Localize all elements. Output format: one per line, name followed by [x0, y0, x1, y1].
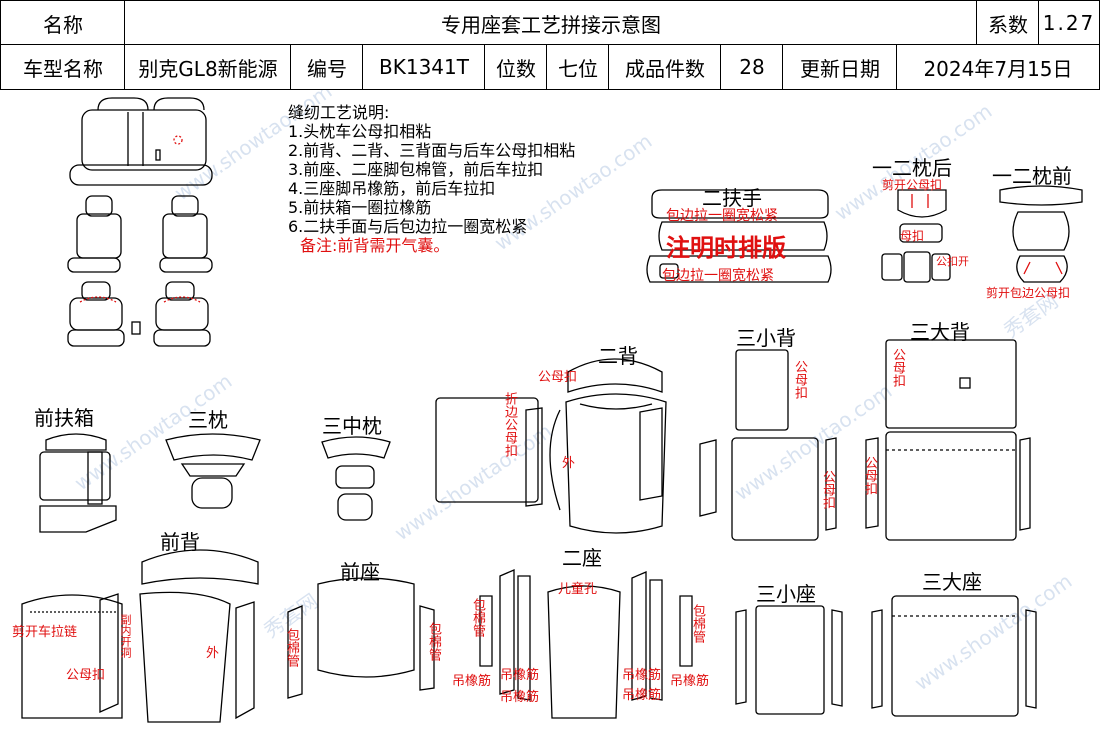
- annotation-seat2-elastic-6: 吊橡筋: [670, 674, 710, 689]
- annotation-front-back-outer: 外: [206, 646, 220, 661]
- notes-remark: 备注:前背需开气囊。: [300, 236, 450, 255]
- annotation-note-layout: 注明时排版: [666, 234, 786, 262]
- front-seat-diagrams: [67, 195, 213, 347]
- back3-small-pieces: [699, 349, 837, 541]
- notes-item: 6.二扶手面与后包边拉一圈宽松紧: [288, 217, 528, 236]
- annotation-seat2-elastic-3: 吊橡筋: [500, 690, 540, 705]
- notes-item: 3.前座、二座脚包棉管，前后车拉扣: [288, 160, 544, 179]
- section-pillow3: 三枕: [188, 408, 228, 432]
- car-label: 车型名称: [0, 44, 126, 90]
- annotation-back2-fold-snap: 折边公母扣: [502, 392, 517, 457]
- front-box-pieces: [39, 433, 117, 533]
- annotation-seat2-tube-left: 包棉管: [470, 598, 485, 637]
- notes-item: 2.前背、二背、三背面与后车公母扣相粘: [288, 141, 576, 160]
- date-value: 2024年7月15日: [896, 44, 1100, 90]
- seat3-small-pieces: [735, 605, 843, 715]
- sewing-notes: 缝纫工艺说明: 1.头枕车公母扣相粘 2.前背、二背、三背面与后车公母扣相粘 3…: [288, 103, 575, 255]
- annotation-seat2-elastic-4: 吊橡筋: [622, 668, 662, 683]
- notes-item: 4.三座脚吊橡筋，前后车拉扣: [288, 179, 496, 198]
- front-back-pieces: [21, 549, 259, 723]
- annotation-cut-edge-snap: 剪开包边公母扣: [986, 286, 1071, 300]
- section-seat2: 二座: [562, 546, 602, 570]
- annotation-seat2-tube-right: 包棉管: [690, 604, 705, 643]
- car-value: 别克GL8新能源: [124, 44, 292, 90]
- section-seat3-small: 三小座: [756, 582, 816, 606]
- annotation-edge-loop-top: 包边拉一圈宽松紧: [666, 208, 778, 224]
- annotation-seat2-elastic-2: 吊橡筋: [500, 668, 540, 683]
- annotation-side-open: 副内开洞: [119, 614, 132, 658]
- annotation-cut-snap: 剪开公母扣: [882, 178, 943, 192]
- notes-item: 1.头枕车公母扣相粘: [288, 122, 432, 141]
- seats-value: 七位: [546, 44, 610, 90]
- front-seat-pieces: [287, 577, 435, 699]
- section-back3-small: 三小背: [736, 326, 796, 350]
- annotation-edge-loop-bottom: 包边拉一圈宽松紧: [662, 268, 774, 284]
- annotation-back3-big-snap-side: 公母扣: [862, 456, 877, 495]
- back2-pieces: [435, 358, 667, 534]
- annotation-front-seat-tube-left: 包棉管: [284, 628, 299, 667]
- date-label: 更新日期: [782, 44, 898, 90]
- annotation-male-snap-open: 公扣开: [936, 255, 969, 268]
- annotation-seat2-elastic-1: 吊橡筋: [452, 674, 492, 689]
- seat2-pieces: [479, 569, 693, 719]
- coef-label: 系数: [976, 0, 1040, 46]
- coef-value: 1.27: [1038, 0, 1100, 46]
- code-label: 编号: [290, 44, 364, 90]
- section-seat3-big: 三大座: [922, 570, 982, 594]
- pillow12-back-pieces: [881, 189, 951, 283]
- annotation-back2-outer: 外: [562, 456, 576, 471]
- annotation-seat2-elastic-5: 吊橡筋: [622, 688, 662, 703]
- section-front-seat: 前座: [340, 560, 380, 584]
- annotation-back3-small-snap-side: 公母扣: [820, 470, 835, 509]
- annotation-female-snap: 母扣: [900, 229, 925, 243]
- seats-label: 位数: [484, 44, 548, 90]
- name-label: 名称: [0, 0, 126, 46]
- section-front-back: 前背: [160, 530, 200, 554]
- annotation-back3-small-snap-top: 公母扣: [792, 360, 807, 399]
- annotation-front-seat-tube-right: 包棉管: [426, 622, 441, 661]
- pillow3-mid-pieces: [321, 436, 391, 521]
- annotation-child-hole: 儿童孔: [558, 582, 598, 597]
- annotation-back2-snap: 公母扣: [538, 370, 578, 385]
- section-front-box: 前扶箱: [34, 406, 94, 430]
- section-back2: 二背: [598, 344, 638, 368]
- armrest2-pieces: [646, 189, 832, 283]
- back3-big-pieces: [865, 339, 1031, 541]
- seat3-big-pieces: [871, 595, 1037, 717]
- annotation-back3-big-snap-top: 公母扣: [890, 348, 905, 387]
- section-pillow12-front: 一二枕前: [992, 164, 1072, 188]
- pillow3-pieces: [165, 433, 261, 509]
- notes-item: 5.前扶箱一圈拉橡筋: [288, 198, 432, 217]
- section-pillow3-mid: 三中枕: [322, 414, 382, 438]
- annotation-front-back-snap: 公母扣: [66, 668, 106, 683]
- section-back3-big: 三大背: [910, 320, 970, 344]
- seat-row-diagram: [69, 97, 213, 186]
- annotation-cut-zip: 剪开车拉链: [12, 625, 78, 640]
- code-value: BK1341T: [362, 44, 486, 90]
- notes-title: 缝纫工艺说明:: [288, 103, 390, 122]
- section-pillow12-back: 一二枕后: [872, 156, 952, 180]
- pillow12-front-pieces: [999, 185, 1083, 283]
- section-armrest2: 二扶手: [702, 186, 762, 210]
